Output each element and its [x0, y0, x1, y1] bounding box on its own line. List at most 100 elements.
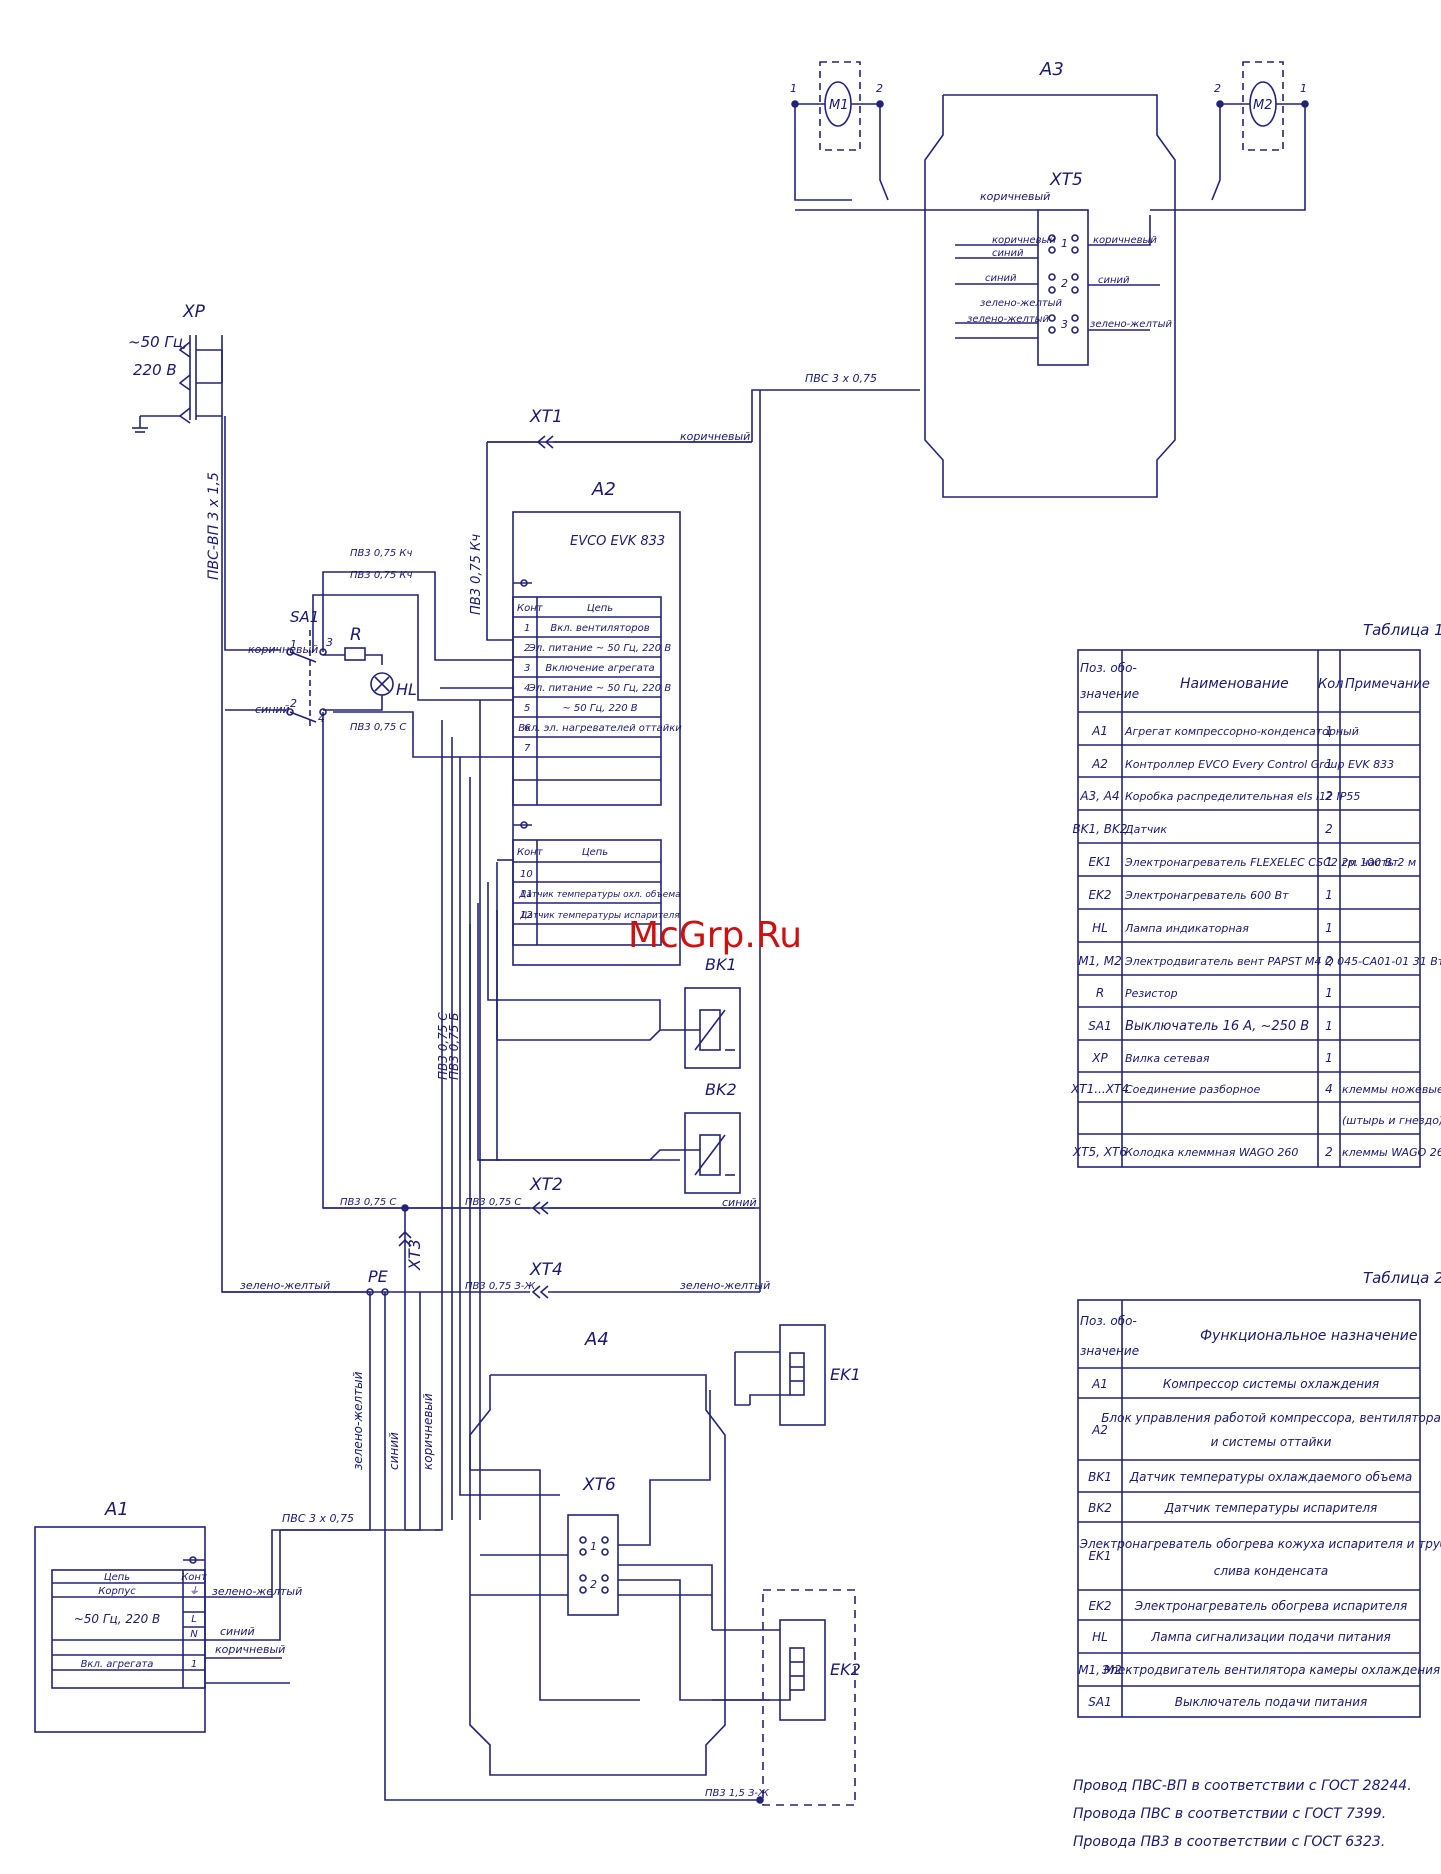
wire-kch-1: ПВ3 0,75 Кч [350, 548, 412, 559]
table-1-row-pos: XP [1091, 1051, 1108, 1065]
table-1-row-qty: 2 [1325, 789, 1333, 803]
table-2-row-func: Лампа сигнализации подачи питания [1150, 1630, 1391, 1644]
a2-row-circuit: Вкл. эл. нагревателей оттайки [518, 723, 682, 734]
table-1-row-name: Вилка сетевая [1125, 1052, 1210, 1065]
table-1-head-note: Примечание [1345, 677, 1430, 692]
a2-row2-pin: 11 [520, 889, 533, 900]
table-1-row-name: Электронагреватель 600 Вт [1124, 889, 1289, 902]
a2-label: A2 [591, 479, 616, 500]
wire-a1-gy: зелено-желтый [212, 1585, 302, 1598]
a1-row-pin: N [190, 1629, 198, 1640]
ek1-heater [779, 1324, 826, 1426]
wire-zj: ПВ3 0,75 З-Ж [465, 1281, 536, 1292]
table-1-row-pos: A2 [1091, 757, 1108, 771]
a1-row-label: Корпус [98, 1586, 136, 1597]
a2-row2-circuit: Датчик температуры испарителя [519, 911, 680, 921]
a1-label: A1 [104, 1499, 129, 1520]
xt5-label: XT5 [1049, 170, 1083, 190]
a2-row-pin: 1 [524, 623, 530, 634]
m1-pin1: 1 [790, 82, 797, 95]
table-1-row-qty: 1 [1325, 757, 1333, 771]
a1-row-pin: L [191, 1614, 197, 1625]
a2-row-circuit: Включение агрегата [545, 663, 654, 674]
a1-row-pin: 1 [191, 1659, 197, 1670]
wire-brown-a3: коричневый [980, 190, 1050, 203]
bk1-sensor [684, 987, 741, 1069]
xt2-label: XT2 [529, 1175, 563, 1195]
table-1-row-name: Резистор [1125, 987, 1178, 1000]
xt5-left-3: синий [985, 273, 1017, 284]
bk2-sensor [684, 1112, 741, 1194]
wire-xt2-blue: синий [722, 1196, 757, 1209]
table-2-row-func: Блок управления работой компрессора, вен… [1101, 1411, 1441, 1425]
table-1-row-pos: A1 [1091, 724, 1108, 738]
xp-plug [132, 335, 222, 433]
wire-pvs-a1: ПВС 3 х 0,75 [282, 1512, 354, 1525]
sa1-pin1: 1 [290, 638, 297, 651]
a2-row-pin: 4 [524, 683, 530, 694]
xt5-pin1: 1 [1061, 237, 1068, 250]
table-1-row-name: Выключатель 16 А, ~250 В [1125, 1019, 1309, 1034]
table-1-row-name: Соединение разборное [1125, 1083, 1260, 1096]
wire-kch-2: ПВ3 0,75 Кч [350, 570, 412, 581]
wire-xt4-gy: зелено-желтый [680, 1279, 770, 1292]
table-1-row-pos: XT1...XT4 [1070, 1082, 1129, 1096]
xt5-pin3: 3 [1061, 318, 1068, 331]
table-2-caption: Таблица 2 [1363, 1269, 1441, 1287]
table-1-row-qty: 1 [1325, 888, 1333, 902]
table-1-row-qty: 2 [1325, 1145, 1333, 1159]
table-1-row-name: Электродвигатель вент PAPST M4 Q 045-CA0… [1124, 955, 1441, 968]
sa1-pin2: 2 [290, 697, 297, 710]
wire-gy-vertical: зелено-желтый [351, 1371, 365, 1470]
table-2-row-func: Датчик температуры охлаждаемого объема [1129, 1470, 1412, 1484]
wire-pvs-vp: ПВС-ВП 3 х 1,5 [206, 472, 222, 580]
wire-a1-blue: синий [220, 1625, 255, 1638]
controller-name: EVCO EVK 833 [570, 534, 665, 549]
a1-row-label: Цепь [104, 1572, 130, 1583]
wire-a1-brown: коричневый [215, 1643, 285, 1656]
table-1 [1077, 649, 1421, 1168]
table-2-head-func: Функциональное назначение [1200, 1328, 1418, 1344]
wire-kch-vertical: ПВ3 0,75 Кч [469, 534, 484, 615]
a2-row2-pin: 12 [520, 910, 533, 921]
table-1-row-qty: 2 [1325, 954, 1333, 968]
table-1-caption: Таблица 1 [1363, 621, 1441, 639]
table-1-row-name: Агрегат компрессорно-конденсаторный [1124, 725, 1359, 738]
xt5-pin2: 2 [1061, 277, 1068, 290]
a2-row-pin: 6 [524, 723, 530, 734]
a2-row-circuit: Эл. питание ~ 50 Гц, 220 В [528, 683, 672, 694]
a2-head-circuit: Цепь [587, 603, 613, 614]
a2-row-pin: 3 [524, 663, 530, 674]
table-2-row-func: Электродвигатель вентилятора камеры охла… [1101, 1663, 1440, 1677]
schematic [34, 61, 1421, 1806]
m2-pin2: 2 [1214, 82, 1221, 95]
xt6-label: XT6 [582, 1475, 616, 1495]
table-1-row-pos: SA1 [1088, 1019, 1111, 1033]
table-1-row-pos: EK1 [1088, 855, 1111, 869]
xt5-right-1: коричневый [1093, 235, 1157, 246]
table-1-row-pos: HL [1092, 921, 1108, 935]
a2-row-pin: 5 [524, 703, 530, 714]
hl-label: HL [396, 680, 417, 699]
table-1-row-pos: BK1, BK2 [1072, 822, 1127, 836]
xt5-terminal-block [1037, 209, 1089, 366]
table-2-row-func: Компрессор системы охлаждения [1163, 1377, 1379, 1391]
table-1-row-note: (штырь и гнездо) [1342, 1114, 1441, 1127]
xt4-label: XT4 [529, 1260, 563, 1280]
table-1-head-name: Наименование [1180, 676, 1289, 692]
wire-c-vertical: ПВ3 0,75 С [436, 1012, 450, 1080]
a2-head2-circuit: Цепь [582, 847, 608, 858]
a1-row-pin: Конт [181, 1572, 208, 1583]
a1-row-label: Вкл. агрегата [81, 1659, 154, 1670]
table-2-row-func: Электронагреватель обогрева испарителя [1134, 1599, 1407, 1613]
xp-voltage-1: ~50 Гц, [128, 333, 188, 351]
xt5-left-1: коричневый [992, 235, 1056, 246]
wire-gy-left: зелено-желтый [240, 1279, 330, 1292]
table-1-row-note: клеммы ножевые [1342, 1083, 1441, 1096]
wire-blue-vertical: синий [387, 1432, 401, 1470]
r-label: R [350, 625, 362, 645]
table-2-row-func-cont: слива конденсата [1214, 1564, 1329, 1578]
